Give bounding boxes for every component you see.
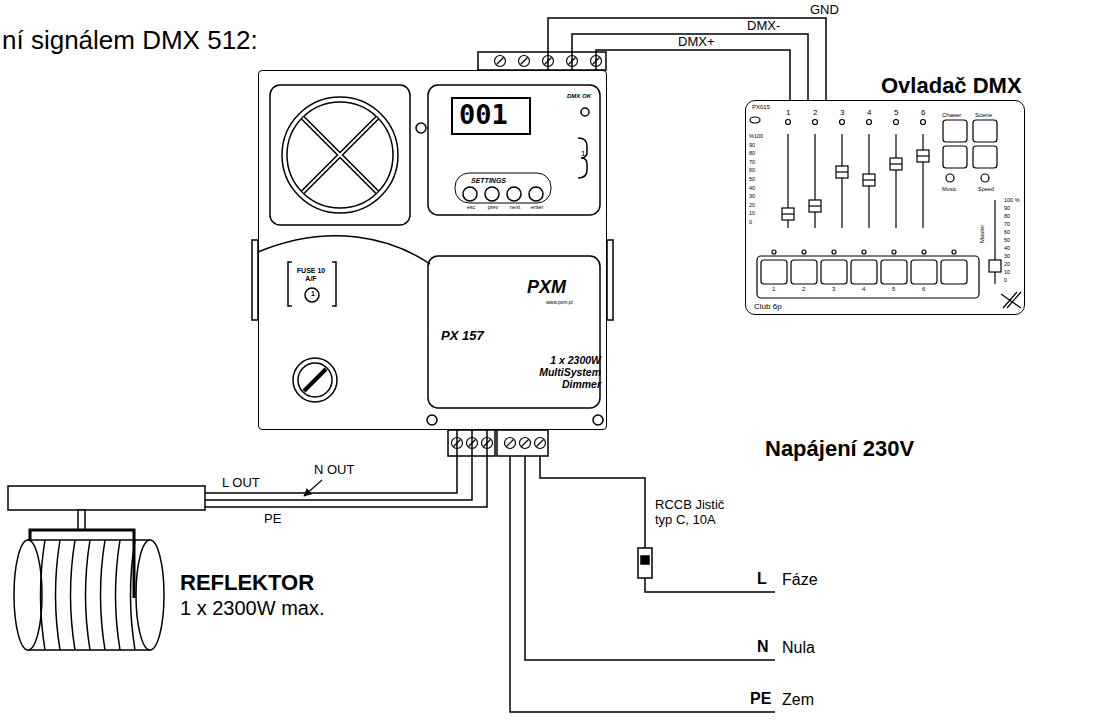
node-text: 5 [892,286,895,293]
node-text: Club 6p [754,302,782,311]
node-text: 30 [749,193,755,199]
wire [205,430,487,507]
node-text: REFLEKTOR [180,570,314,595]
terminal-name: PE [750,690,771,708]
wire-label: DMX- [745,19,782,33]
node-text: 100 % [1004,197,1020,203]
node-text: 5 [894,108,898,117]
node-text: Ovladač DMX [881,73,1022,98]
control-panel [428,85,600,215]
node-text: 1 [581,149,585,158]
dimmer-housing [252,52,613,456]
node-text: 4 [867,108,871,117]
node-text: 60 [1004,229,1010,235]
node-text: 1 [311,290,315,298]
node-text: prev [483,204,503,210]
node-text: 1 x 2300W max. [180,597,325,620]
controller-parts [750,117,1021,308]
node-text: 50 [1004,237,1010,243]
wire-label: N OUT [312,463,356,477]
section-heading: Napájení 230V [765,436,914,461]
cooling-fan [270,85,426,225]
node-text: 001 [459,99,508,130]
node-text: 1 [786,108,790,117]
node-text: DMX OK [567,93,591,100]
node-text: SETTINGS [471,177,506,185]
node-text: 2 [802,286,805,293]
wire-label: DMX+ [676,35,716,49]
wire [205,430,457,493]
node-text: 3 [832,286,835,293]
node-text: next [505,204,525,210]
terminal-screws [452,56,602,449]
node-text: 0 [1004,277,1007,283]
node-text: 0 [749,219,752,225]
node-text: 6 [921,108,925,117]
node-text: 20 [1004,261,1010,267]
node-text: Speed [978,186,994,192]
node-text: enter [527,204,547,210]
node-text: 1 x 2300W MultiSystem Dimmer [519,354,601,390]
node-text: 70 [749,159,755,165]
node-text: 3 [840,108,844,117]
node-text: Music [942,186,956,192]
node-text: 6 [922,286,925,293]
node-text: 40 [749,185,755,191]
node-text: Chaser [942,112,961,119]
node-text: 20 [749,202,755,208]
node-text: PX 157 [441,329,484,344]
node-text: 4 [862,286,865,293]
breaker-label: RCCB Jistič typ C, 10A [655,498,741,528]
node-text: 70 [1004,221,1010,227]
dimmer-unit: 001DMX OK1SETTINGSescprevnextenterFUSE 1… [258,70,607,430]
wire-label: L OUT [220,476,262,490]
wire [596,50,790,100]
terminal-note: Nula [782,639,815,657]
mains-wiring [510,456,775,712]
spotlight: REFLEKTOR1 x 2300W max. [8,486,205,662]
front-panel [258,236,603,425]
node-text: 30 [1004,253,1010,259]
node-text: 1 [772,286,775,293]
node-text: 10 [1004,269,1010,275]
node-text: 90 [1004,205,1010,211]
node-text: 60 [749,167,755,173]
node-text: Master [979,225,986,243]
node-text: %100 [749,133,763,139]
node-text: 80 [1004,213,1010,219]
node-text: 50 [749,176,755,182]
terminal-note: Fáze [782,571,818,589]
terminal-note: Zem [782,691,814,709]
node-text: esc [461,204,481,210]
wire [205,430,472,500]
page-title: ní signálem DMX 512: [2,26,258,56]
node-text: 2 [813,108,817,117]
wire [572,34,808,100]
wire-label: GND [808,3,841,17]
wire-label: PE [262,512,283,526]
node-text: www.pxm.pl [546,300,573,306]
node-text: 90 [749,142,755,148]
wire [548,18,826,100]
node-text: 80 [749,150,755,156]
node-text: PXM [527,277,566,298]
node-text: FUSE 10 A/F [296,267,326,283]
node-text: Scene [975,112,992,119]
terminal-name: L [757,570,767,588]
dmx-controller: Ovladač DMXPX015123456%10090807060504030… [745,100,1025,315]
spotlight-drawing [8,486,205,650]
node-text: PX015 [752,104,770,111]
terminal-name: N [757,638,769,656]
node-text: 40 [1004,245,1010,251]
node-text: 10 [749,210,755,216]
